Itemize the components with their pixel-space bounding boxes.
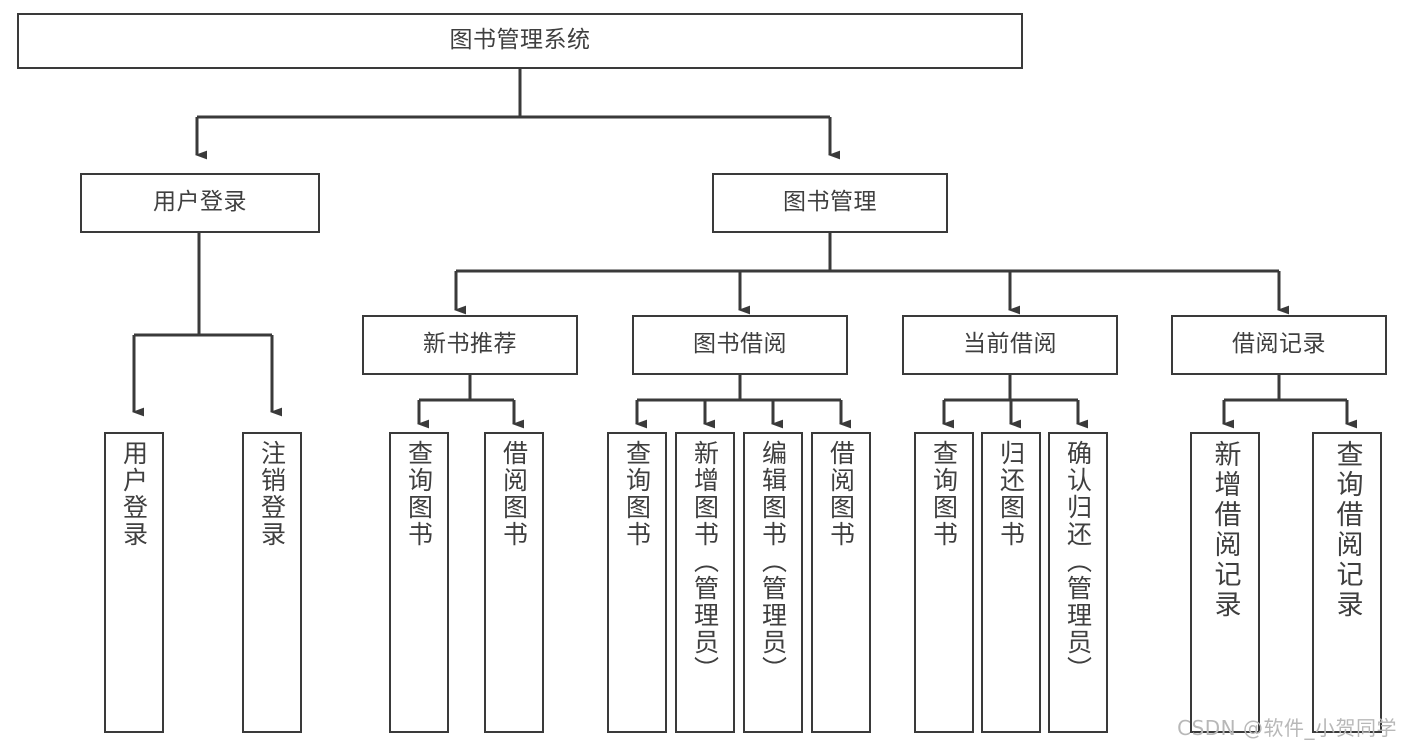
node-label: 借阅图书 <box>499 440 529 548</box>
node-label: 归还图书 <box>996 440 1026 548</box>
node-label: 图书管理 <box>783 189 877 216</box>
leaf-user-login-login[interactable]: 用户登录 <box>104 432 164 733</box>
node-label: 查询图书 <box>929 440 959 548</box>
node-root-system[interactable]: 图书管理系统 <box>17 13 1023 69</box>
leaf-borrow-borrow-book[interactable]: 借阅图书 <box>811 432 871 733</box>
leaf-recommend-query-book[interactable]: 查询图书 <box>389 432 449 733</box>
node-label: 确认归还（管理员） <box>1063 440 1093 683</box>
node-label: 图书借阅 <box>693 331 787 358</box>
node-label: 新增借阅记录 <box>1209 440 1241 620</box>
leaf-recommend-borrow-book[interactable]: 借阅图书 <box>484 432 544 733</box>
node-user-login[interactable]: 用户登录 <box>80 173 320 233</box>
node-label: 当前借阅 <box>963 331 1057 358</box>
node-label: 借阅图书 <box>826 440 856 548</box>
leaf-borrow-query-book[interactable]: 查询图书 <box>607 432 667 733</box>
csdn-watermark: CSDN @软件_小贺同学 <box>1177 716 1397 740</box>
leaf-user-login-logout[interactable]: 注销登录 <box>242 432 302 733</box>
leaf-records-add-record[interactable]: 新增借阅记录 <box>1190 432 1260 733</box>
node-label: 图书管理系统 <box>449 27 591 54</box>
node-label: 查询图书 <box>404 440 434 548</box>
leaf-borrow-add-book-admin[interactable]: 新增图书（管理员） <box>675 432 735 733</box>
node-label: 借阅记录 <box>1232 331 1326 358</box>
node-book-borrow[interactable]: 图书借阅 <box>632 315 848 375</box>
node-label: 用户登录 <box>119 440 149 548</box>
leaf-records-query-record[interactable]: 查询借阅记录 <box>1312 432 1382 733</box>
node-label: 查询借阅记录 <box>1331 440 1363 620</box>
node-label: 注销登录 <box>257 440 287 548</box>
node-new-book-recommend[interactable]: 新书推荐 <box>362 315 578 375</box>
node-label: 查询图书 <box>622 440 652 548</box>
node-book-management[interactable]: 图书管理 <box>712 173 948 233</box>
node-label: 编辑图书（管理员） <box>758 440 788 683</box>
node-current-borrow[interactable]: 当前借阅 <box>902 315 1118 375</box>
leaf-current-confirm-return-admin[interactable]: 确认归还（管理员） <box>1048 432 1108 733</box>
leaf-current-return-book[interactable]: 归还图书 <box>981 432 1041 733</box>
leaf-borrow-edit-book-admin[interactable]: 编辑图书（管理员） <box>743 432 803 733</box>
node-label: 新书推荐 <box>423 331 517 358</box>
leaf-current-query-book[interactable]: 查询图书 <box>914 432 974 733</box>
node-borrow-records[interactable]: 借阅记录 <box>1171 315 1387 375</box>
node-label: 新增图书（管理员） <box>690 440 720 683</box>
node-label: 用户登录 <box>153 189 247 216</box>
